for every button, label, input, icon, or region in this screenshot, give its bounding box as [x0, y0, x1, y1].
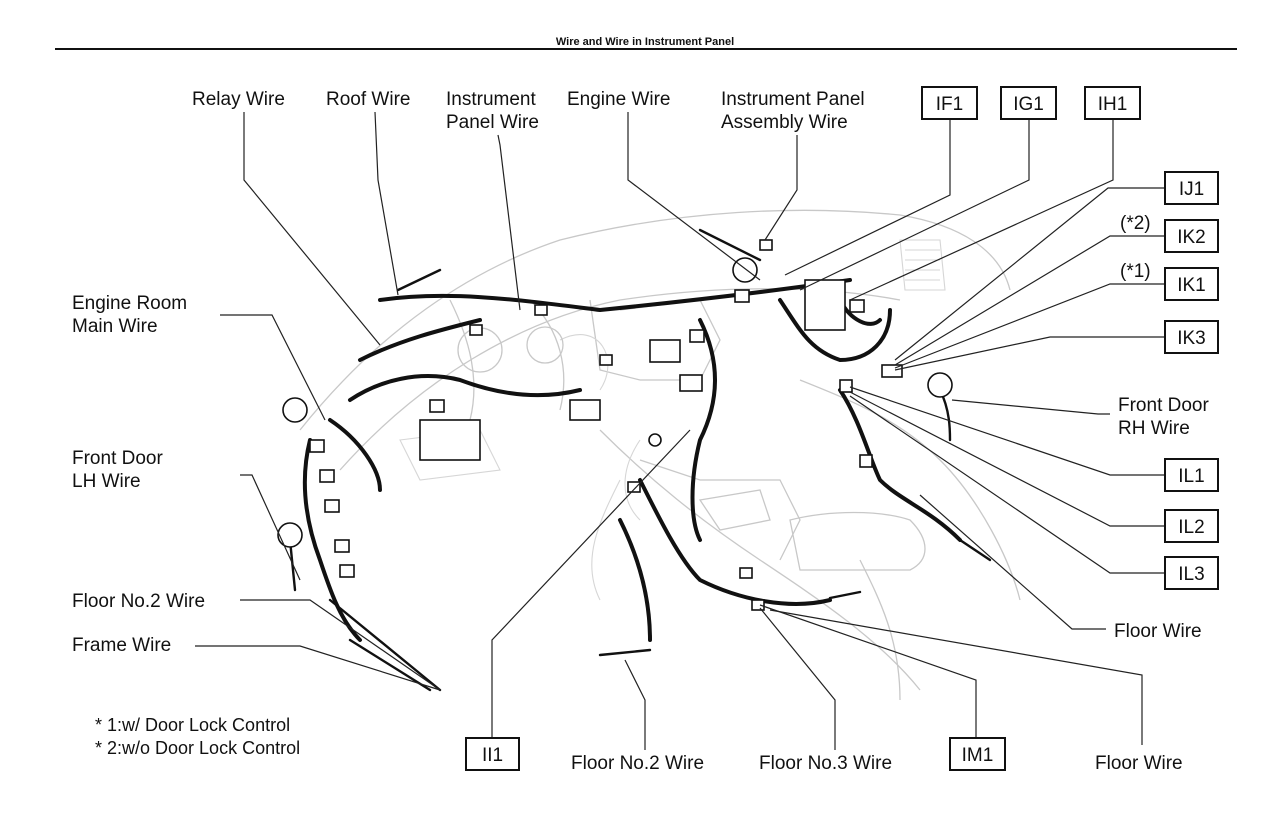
connector-code-ii1: II1: [465, 737, 520, 771]
label-front-door-rh-wire-line1: Front Door: [1118, 395, 1209, 416]
label-relay-wire: Relay Wire: [192, 89, 285, 110]
code-il2-text: IL2: [1178, 517, 1204, 538]
label-floor-no3-wire-bottom: Floor No.3 Wire: [759, 753, 892, 774]
code-ig1-text: IG1: [1013, 94, 1044, 115]
label-instrument-panel-wire-line2: Panel Wire: [446, 112, 539, 133]
code-ik3-text: IK3: [1177, 328, 1206, 349]
label-front-door-rh-wire-line2: RH Wire: [1118, 418, 1190, 439]
footnote-2: * 2:w/o Door Lock Control: [95, 738, 300, 758]
label-ip-assembly-wire-line1: Instrument Panel: [721, 89, 865, 110]
connector-code-il3: IL3: [1164, 556, 1219, 590]
connector-code-ig1: IG1: [1000, 86, 1057, 120]
code-ik2-text: IK2: [1177, 227, 1206, 248]
connector-code-ij1: IJ1: [1164, 171, 1219, 205]
connector-code-il2: IL2: [1164, 509, 1219, 543]
code-if1-text: IF1: [936, 94, 963, 115]
connector-code-im1: IM1: [949, 737, 1006, 771]
connector-code-ik1: IK1: [1164, 267, 1219, 301]
code-im1-text: IM1: [962, 745, 994, 766]
label-ik1-note: (*1): [1120, 261, 1151, 282]
label-ip-assembly-wire-line2: Assembly Wire: [721, 112, 848, 133]
code-ih1-text: IH1: [1098, 94, 1128, 115]
code-il1-text: IL1: [1178, 466, 1204, 487]
connector-code-if1: IF1: [921, 86, 978, 120]
label-roof-wire: Roof Wire: [326, 89, 410, 110]
code-ii1-text: II1: [482, 745, 503, 766]
label-floor-wire-right: Floor Wire: [1114, 621, 1202, 642]
leader-lines: [195, 111, 1165, 750]
footnote-1: * 1:w/ Door Lock Control: [95, 715, 290, 735]
code-ij1-text: IJ1: [1179, 179, 1204, 200]
dashboard-sketch: [299, 209, 1021, 701]
connector-code-ik3: IK3: [1164, 320, 1219, 354]
connector-code-ih1: IH1: [1084, 86, 1141, 120]
wire-harness: [288, 228, 992, 692]
diagram-title: Wire and Wire in Instrument Panel: [556, 36, 734, 48]
connector-code-ik2: IK2: [1164, 219, 1219, 253]
code-il3-text: IL3: [1178, 564, 1204, 585]
label-front-door-lh-wire-line2: LH Wire: [72, 471, 141, 492]
label-floor-wire-bottom: Floor Wire: [1095, 753, 1183, 774]
label-floor-no2-wire-bottom: Floor No.2 Wire: [571, 753, 704, 774]
label-ik2-note: (*2): [1120, 213, 1151, 234]
label-engine-room-main-wire-line1: Engine Room: [72, 293, 187, 314]
label-engine-wire: Engine Wire: [567, 89, 671, 110]
label-engine-room-main-wire-line2: Main Wire: [72, 316, 158, 337]
connectors: [277, 239, 953, 611]
label-floor-no2-wire-left: Floor No.2 Wire: [72, 591, 205, 612]
code-ik1-text: IK1: [1177, 275, 1206, 296]
label-instrument-panel-wire-line1: Instrument: [446, 89, 536, 110]
connector-code-il1: IL1: [1164, 458, 1219, 492]
label-frame-wire: Frame Wire: [72, 635, 171, 656]
label-front-door-lh-wire-line1: Front Door: [72, 448, 163, 469]
